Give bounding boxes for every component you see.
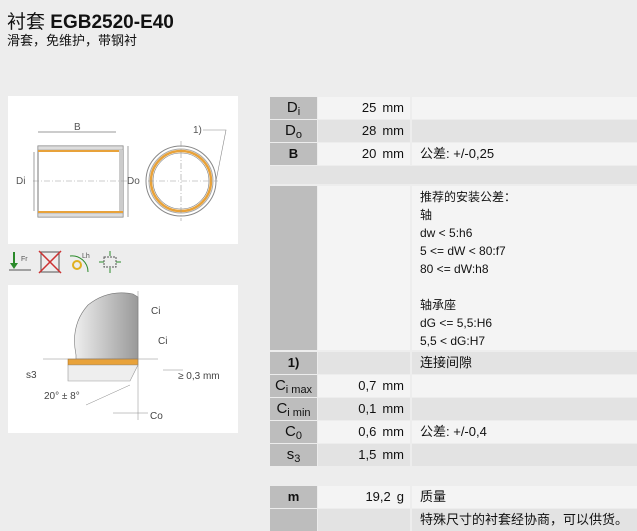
life-icon[interactable]: Lh (68, 250, 92, 274)
label-s3: s3 (26, 370, 37, 381)
bushing-drawing: B Di Do 1) (8, 96, 238, 244)
fit-tolerance-icon[interactable] (98, 250, 122, 274)
label-do: Do (127, 176, 140, 187)
label-ci-2: Ci (158, 336, 167, 347)
svg-text:Fr: Fr (21, 256, 28, 263)
divider (270, 166, 637, 184)
special-size-row: 特殊尺寸的衬套经协商，可以供货。 (270, 509, 637, 531)
page-title: 衬套 EGB2520-E40 (7, 12, 174, 33)
label-co: Co (150, 411, 163, 422)
radial-load-icon[interactable]: Fr (8, 250, 32, 274)
no-tilt-icon[interactable] (38, 250, 62, 274)
svg-text:Lh: Lh (82, 253, 90, 260)
label-ref: 1) (193, 125, 202, 136)
icon-bar: Fr Lh (8, 250, 122, 274)
label-angle: 20° ± 8° (44, 391, 80, 402)
mounting-drawing: Ci Ci s3 20° ± 8° ≥ 0,3 mm Co (8, 285, 238, 433)
label-b: B (74, 122, 81, 133)
clearance-row-ref: 1)连接间隙 (270, 352, 637, 374)
label-min-clearance: ≥ 0,3 mm (178, 371, 220, 382)
label-di: Di (16, 176, 25, 187)
label-ci-1: Ci (151, 306, 160, 317)
subtitle: 滑套，免维护，带钢衬 (7, 33, 138, 48)
